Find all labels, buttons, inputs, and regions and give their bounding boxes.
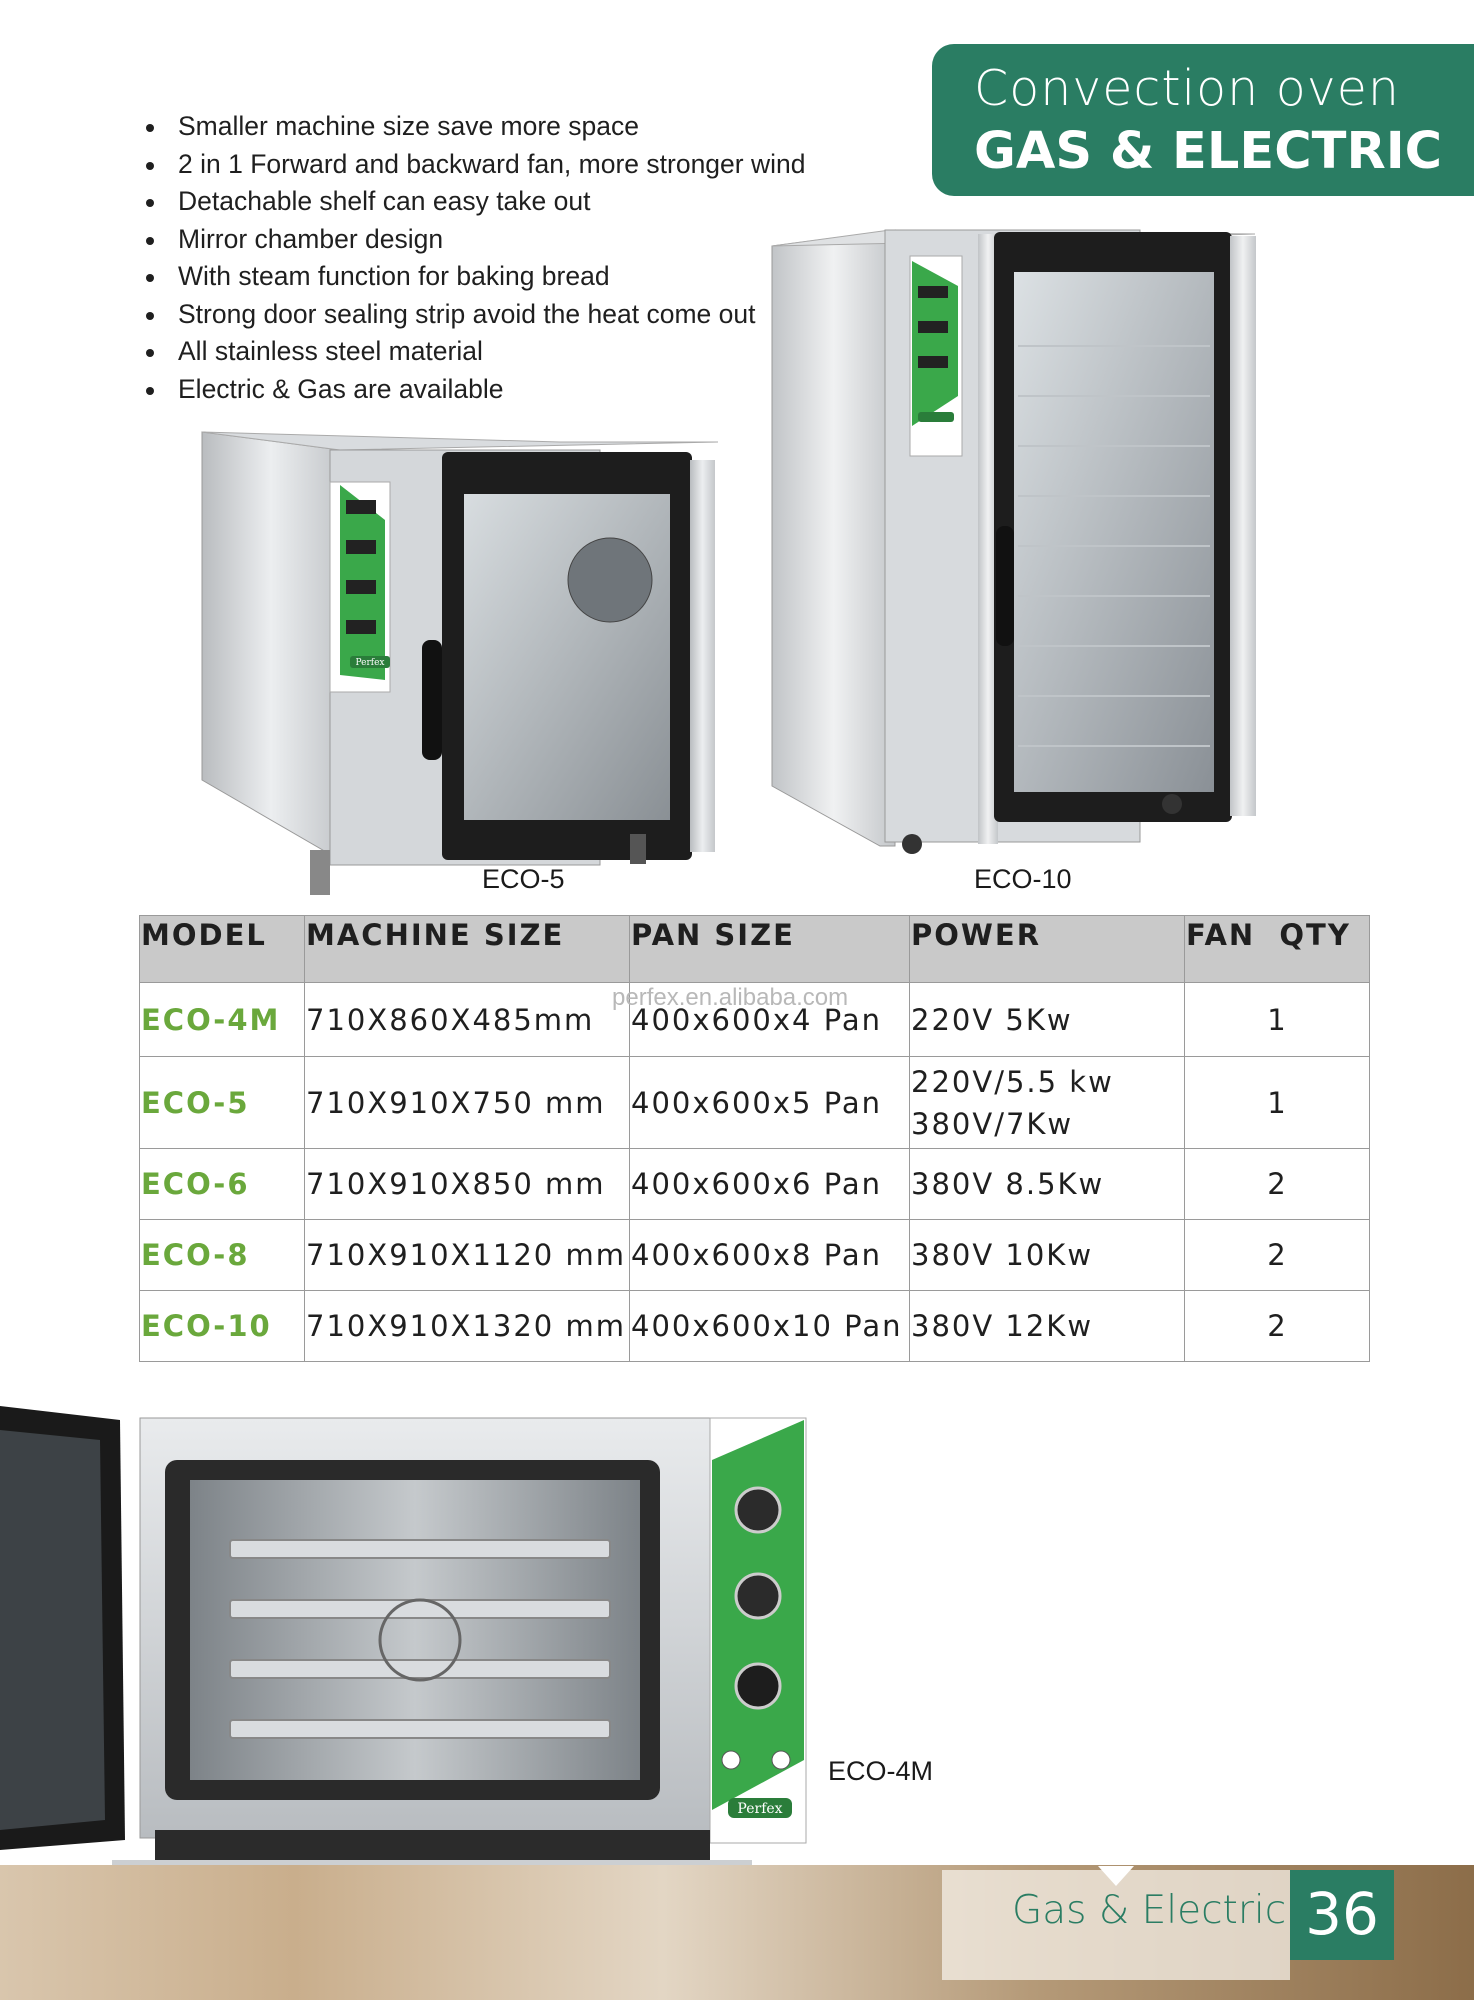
header-machine-size: MACHINE SIZE bbox=[304, 915, 630, 983]
size-cell: 710X910X1120 mm bbox=[304, 1219, 630, 1291]
table-row: ECO-6 710X910X850 mm 400x600x6 Pan 380V … bbox=[139, 1148, 1370, 1220]
pan-cell: 400x600x8 Pan bbox=[629, 1219, 910, 1291]
qty-cell: 2 bbox=[1184, 1219, 1370, 1291]
header-fan-qty: FAN QTY bbox=[1184, 915, 1370, 983]
qty-cell: 1 bbox=[1184, 1056, 1370, 1149]
feature-item: Mirror chamber design bbox=[140, 221, 805, 259]
power-cell: 380V 12Kw bbox=[909, 1290, 1185, 1362]
model-cell: ECO-4M bbox=[139, 982, 305, 1057]
header-model: MODEL bbox=[139, 915, 305, 983]
power-cell: 220V/5.5 kw 380V/7Kw bbox=[909, 1056, 1185, 1149]
size-cell: 710X910X850 mm bbox=[304, 1148, 630, 1220]
pan-cell: 400x600x5 Pan bbox=[629, 1056, 910, 1149]
feature-list: Smaller machine size save more space 2 i… bbox=[140, 108, 805, 408]
page-number-box: 36 bbox=[1290, 1870, 1394, 1960]
pan-cell: 400x600x6 Pan bbox=[629, 1148, 910, 1220]
footer-pointer bbox=[1098, 1866, 1134, 1886]
title-line-2: GAS & ELECTRIC bbox=[974, 122, 1443, 181]
footer-label: Gas & Electric bbox=[1012, 1888, 1287, 1933]
model-cell: ECO-8 bbox=[139, 1219, 305, 1291]
header-pan-size: PAN SIZE bbox=[629, 915, 910, 983]
pan-cell: 400x600x10 Pan bbox=[629, 1290, 910, 1362]
model-cell: ECO-10 bbox=[139, 1290, 305, 1362]
qty-cell: 2 bbox=[1184, 1290, 1370, 1362]
panel-brand-label: Perfex bbox=[355, 658, 384, 668]
feature-item: Electric & Gas are available bbox=[140, 371, 805, 409]
eco4m-caption: ECO-4M bbox=[828, 1756, 934, 1786]
title-banner: Convection oven GAS & ELECTRIC bbox=[932, 44, 1474, 196]
model-cell: ECO-5 bbox=[139, 1056, 305, 1149]
page-number: 36 bbox=[1305, 1880, 1379, 1948]
power-cell: 380V 10Kw bbox=[909, 1219, 1185, 1291]
feature-item: All stainless steel material bbox=[140, 333, 805, 371]
table-row: ECO-8 710X910X1120 mm 400x600x8 Pan 380V… bbox=[139, 1219, 1370, 1291]
watermark: perfex.en.alibaba.com bbox=[612, 984, 849, 1011]
power-line-2: 380V/7Kw bbox=[911, 1106, 1074, 1141]
qty-cell: 2 bbox=[1184, 1148, 1370, 1220]
pan-cell: 400x600x4 Pan bbox=[629, 982, 910, 1057]
size-cell: 710X910X1320 mm bbox=[304, 1290, 630, 1362]
model-cell: ECO-6 bbox=[139, 1148, 305, 1220]
feature-item: With steam function for baking bread bbox=[140, 258, 805, 296]
eco5-oven-image: Perfex bbox=[201, 431, 719, 895]
table-row: ECO-4M 710X860X485mm 400x600x4 Pan 220V … bbox=[139, 982, 1370, 1057]
feature-item: Detachable shelf can easy take out bbox=[140, 183, 805, 221]
spec-table: MODEL MACHINE SIZE PAN SIZE POWER FAN QT… bbox=[139, 915, 1370, 1362]
panel-brand-label-eco4m: Perfex bbox=[737, 1801, 782, 1817]
table-row: ECO-5 710X910X750 mm 400x600x5 Pan 220V/… bbox=[139, 1056, 1370, 1149]
header-power: POWER bbox=[909, 915, 1185, 983]
feature-item: Smaller machine size save more space bbox=[140, 108, 805, 146]
table-header-row: MODEL MACHINE SIZE PAN SIZE POWER FAN QT… bbox=[139, 915, 1370, 983]
table-row: ECO-10 710X910X1320 mm 400x600x10 Pan 38… bbox=[139, 1290, 1370, 1362]
eco10-caption: ECO-10 bbox=[974, 864, 1072, 894]
eco10-oven-image bbox=[771, 229, 1256, 854]
title-line-1: Convection oven bbox=[974, 60, 1400, 117]
size-cell: 710X910X750 mm bbox=[304, 1056, 630, 1149]
size-cell: 710X860X485mm bbox=[304, 982, 630, 1057]
power-cell: 380V 8.5Kw bbox=[909, 1148, 1185, 1220]
eco5-caption: ECO-5 bbox=[482, 864, 565, 894]
power-cell: 220V 5Kw bbox=[909, 982, 1185, 1057]
qty-cell: 1 bbox=[1184, 982, 1370, 1057]
footer-label-box bbox=[942, 1870, 1290, 1980]
power-line-1: 220V/5.5 kw bbox=[911, 1064, 1114, 1099]
feature-item: Strong door sealing strip avoid the heat… bbox=[140, 296, 805, 334]
feature-item: 2 in 1 Forward and backward fan, more st… bbox=[140, 146, 805, 184]
